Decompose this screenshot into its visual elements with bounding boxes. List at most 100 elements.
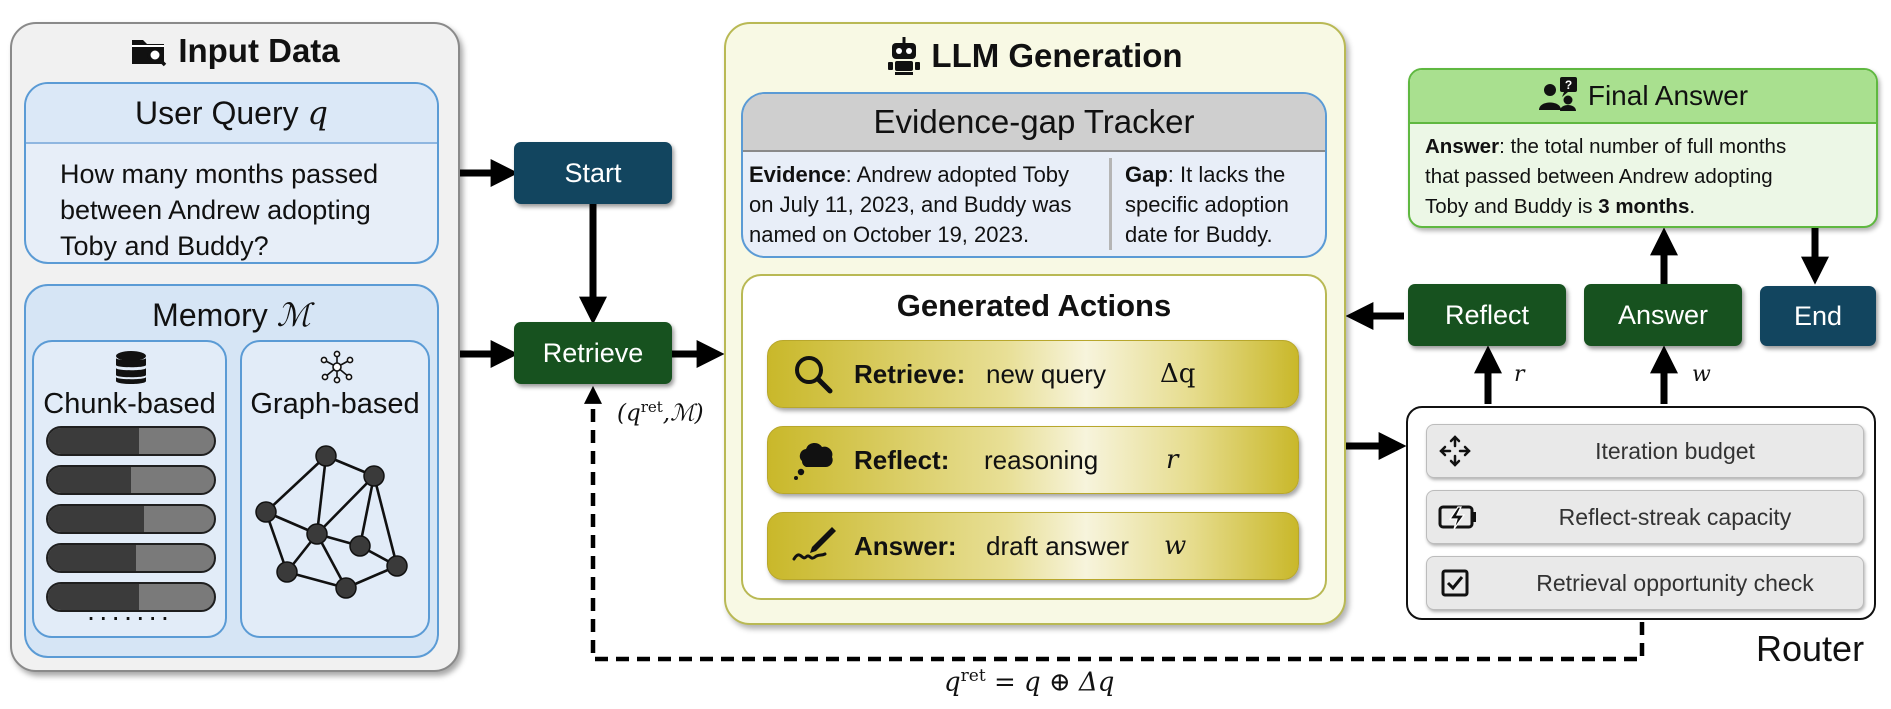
svg-text:?: ?: [1565, 78, 1572, 92]
generated-actions-box: Generated Actions Retrieve: new query Δq…: [741, 274, 1327, 600]
reflect-node-label: Reflect: [1444, 299, 1530, 330]
retrieve-input-sup: ret: [640, 398, 663, 416]
generated-actions-title: Generated Actions: [896, 288, 1172, 323]
loop-formula-q: q: [944, 667, 961, 698]
evidence-line: on July 11, 2023, and Buddy was: [749, 192, 1072, 217]
reflect-node: Reflect: [1408, 284, 1566, 346]
memory-chunk-bar: [46, 426, 216, 456]
user-query-symbol: q: [307, 94, 328, 132]
memory-chunk-bar: [46, 504, 216, 534]
battery-charge-icon: [1438, 505, 1476, 530]
gap-line: date for Buddy.: [1125, 222, 1273, 247]
action-keyword: Retrieve:: [854, 359, 966, 389]
final-answer-box: ? Final Answer Answer: the total number …: [1408, 68, 1878, 228]
tracker-title: Evidence-gap Tracker: [743, 94, 1325, 152]
final-answer-line-text: Toby and Buddy is: [1425, 195, 1599, 218]
evidence-line: Evidence: Andrew adopted Toby: [749, 160, 1119, 190]
user-query-card: User Query q How many months passed betw…: [24, 82, 439, 264]
chunk-ellipsis: ·······: [86, 601, 173, 632]
router-item-label: Iteration budget: [1595, 438, 1755, 464]
router-label: Router: [1756, 628, 1865, 669]
final-answer-line: that passed between Andrew adopting: [1425, 165, 1773, 188]
memory-title-text: Memory: [152, 297, 268, 333]
gap-line: Gap: It lacks the: [1125, 160, 1325, 190]
final-answer-title: ? Final Answer: [1410, 70, 1876, 124]
router-item-iteration-budget: Iteration budget: [1426, 424, 1864, 478]
checkbox-icon: [1441, 569, 1469, 597]
retrieve-node-label: Retrieve: [542, 337, 644, 368]
memory-title: Memory ℳ: [26, 296, 437, 334]
gap-label: Gap: [1125, 162, 1168, 187]
loop-formula: qret = q ⊕ Δq: [944, 666, 1114, 698]
evidence-line-text: : Andrew adopted Toby: [845, 162, 1070, 187]
final-answer-tail: .: [1689, 195, 1696, 218]
action-desc: new query: [986, 359, 1106, 389]
graph-based-memory: Graph-based: [240, 340, 430, 638]
router-item-label: Reflect-streak capacity: [1558, 504, 1792, 530]
database-icon: [116, 351, 146, 384]
memory-chunk-fill: [48, 506, 145, 532]
action-keyword: Reflect:: [854, 445, 950, 475]
graph-based-label: Graph-based: [250, 388, 420, 420]
pen-signature-icon: [792, 525, 838, 574]
chunk-based-memory: Chunk-based ·······: [32, 340, 227, 638]
robot-icon: [888, 37, 921, 75]
knowledge-graph-illustration: [255, 445, 408, 599]
input-data-title-text: Input Data: [178, 32, 340, 69]
memory-chunk-bar: [46, 543, 216, 573]
llm-generation-title: LLM Generation: [726, 36, 1344, 76]
input-data-title: Input Data: [12, 32, 458, 70]
user-query-line: between Andrew adopting: [60, 195, 371, 225]
retrieve-input-head: (q: [617, 400, 641, 427]
end-node-label: End: [1793, 300, 1843, 331]
evidence-line: named on October 19, 2023.: [749, 222, 1030, 247]
action-symbol: w: [1164, 531, 1187, 561]
user-query-title-text: User Query: [135, 95, 299, 131]
llm-generation-title-text: LLM Generation: [931, 37, 1183, 74]
memory-chunk-bar: [46, 465, 216, 495]
retrieve-node: Retrieve: [514, 322, 672, 384]
final-answer-label: Answer: [1425, 135, 1500, 158]
user-query-title: User Query q: [26, 84, 437, 144]
router-box: Iteration budget Reflect-streak capacity…: [1406, 406, 1876, 620]
evidence-gap-tracker: Evidence-gap Tracker Evidence: Andrew ad…: [741, 92, 1327, 258]
start-node-label: Start: [564, 157, 622, 188]
evidence-text: Evidence: Andrew adopted Toby on July 11…: [749, 160, 1119, 250]
folder-search-icon: [132, 40, 167, 67]
memory-symbol: ℳ: [276, 296, 311, 334]
final-answer-value: 3 months: [1598, 195, 1690, 218]
start-node: Start: [514, 142, 672, 204]
loop-formula-sup: ret: [960, 666, 986, 686]
router-item-reflect-streak: Reflect-streak capacity: [1426, 490, 1864, 544]
final-answer-text: Answer: the total number of full months …: [1410, 124, 1876, 222]
person-question-icon: ?: [1538, 77, 1577, 111]
action-symbol: r: [1166, 445, 1179, 475]
tracker-divider: [1109, 158, 1112, 250]
memory-chunk-fill: [48, 584, 140, 610]
answer-node: Answer: [1584, 284, 1742, 346]
final-answer-line: Answer: the total number of full months: [1425, 132, 1862, 162]
user-query-text: How many months passed between Andrew ad…: [26, 144, 437, 264]
action-desc: reasoning: [984, 445, 1099, 475]
action-keyword: Answer:: [854, 531, 957, 561]
gap-text: Gap: It lacks the specific adoption date…: [1125, 160, 1325, 250]
memory-chunk-fill: [48, 428, 140, 454]
router-item-retrieval-check: Retrieval opportunity check: [1426, 556, 1864, 610]
thought-cloud-icon: [792, 439, 836, 488]
final-answer-line: Toby and Buddy is 3 months.: [1425, 192, 1862, 222]
final-answer-title-text: Final Answer: [1587, 80, 1749, 111]
user-query-line: How many months passed: [60, 159, 379, 189]
user-query-line: Toby and Buddy?: [60, 231, 269, 261]
action-reflect: Reflect: reasoning r: [767, 426, 1299, 494]
action-retrieve: Retrieve: new query Δq: [767, 340, 1299, 408]
memory-chunk-fill: [48, 545, 136, 571]
retrieve-input-tail: ,ℳ): [662, 400, 704, 427]
evidence-label: Evidence: [749, 162, 846, 187]
gap-line: specific adoption: [1125, 192, 1289, 217]
gap-line-text: : It lacks the: [1167, 162, 1286, 187]
memory-chunk-bar: [46, 582, 216, 612]
action-desc: draft answer: [986, 531, 1130, 561]
answer-edge-label: w: [1692, 362, 1711, 387]
loop-formula-tail: = q ⊕ Δq: [985, 667, 1115, 698]
chunk-based-label: Chunk-based: [43, 388, 216, 420]
